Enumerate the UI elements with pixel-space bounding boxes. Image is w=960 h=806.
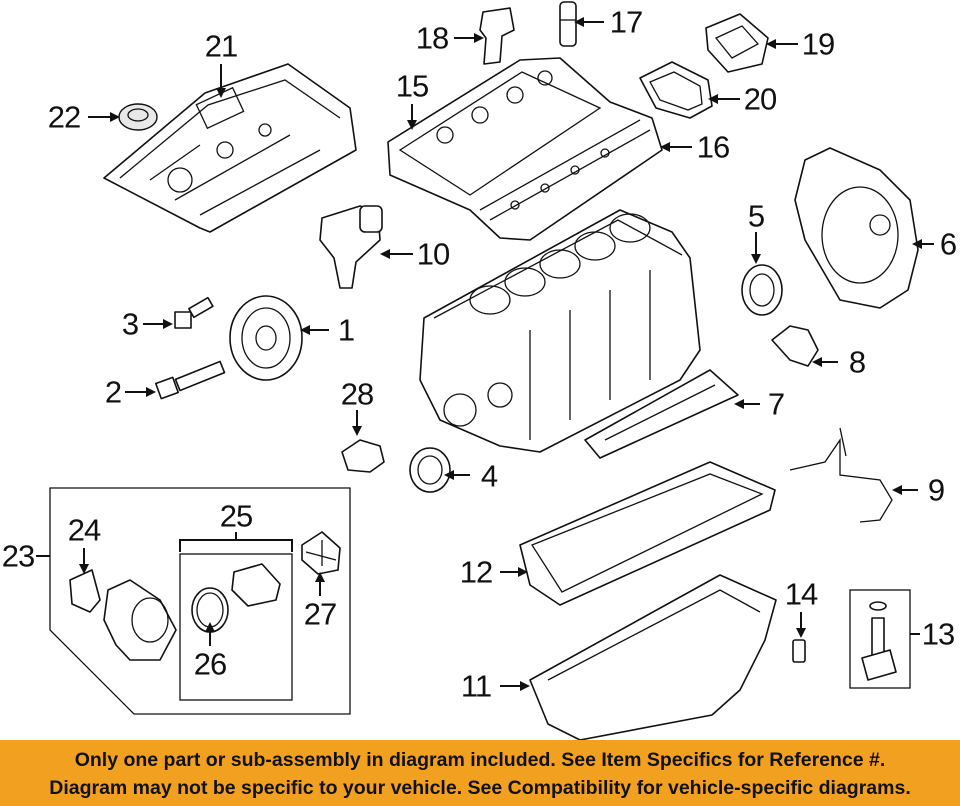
- callout-28: 28: [340, 376, 374, 412]
- part-14-drain-plug: [792, 639, 806, 663]
- leader-lines: [36, 17, 934, 691]
- callout-23: 23: [1, 538, 35, 574]
- callout-12: 12: [459, 554, 493, 590]
- part-9-oil-level-sensor: [789, 427, 893, 523]
- callout-22: 22: [47, 99, 81, 135]
- callout-11: 11: [460, 668, 492, 704]
- callout-10: 10: [416, 236, 450, 272]
- callout-8: 8: [848, 344, 866, 380]
- callout-24: 24: [67, 512, 101, 548]
- part-6-rear-cover: [794, 147, 919, 309]
- part-12-oil-pan-gasket: [519, 461, 776, 606]
- callout-19: 19: [801, 26, 835, 62]
- part-2-bolt: [155, 360, 226, 400]
- part-11-oil-pan: [529, 574, 777, 740]
- part-22-oil-filler-cap: [118, 103, 158, 131]
- callout-14: 14: [784, 576, 818, 612]
- part-19-cover-plate: [705, 13, 769, 73]
- callout-27: 27: [303, 596, 337, 632]
- callout-6: 6: [939, 226, 957, 262]
- callout-13: 13: [921, 616, 955, 652]
- callout-7: 7: [767, 386, 785, 422]
- part-13-sensor-box: [849, 589, 911, 689]
- part-17-sensor: [559, 1, 577, 47]
- callout-15: 15: [395, 68, 429, 104]
- part-3-bolt: [174, 296, 214, 329]
- callout-21: 21: [204, 28, 238, 64]
- part-28-sensor: [341, 439, 385, 473]
- disclaimer-line-2: Diagram may not be specific to your vehi…: [49, 777, 911, 799]
- exploded-parts-diagram: [36, 1, 934, 740]
- callout-25: 25: [219, 498, 253, 534]
- part-8-sensor: [771, 325, 819, 367]
- callout-26: 26: [193, 646, 227, 682]
- callout-18: 18: [415, 20, 449, 56]
- part-21-engine-cover: [103, 63, 357, 233]
- disclaimer-line-1: Only one part or sub-assembly in diagram…: [74, 749, 886, 771]
- part-18-bracket: [479, 7, 515, 65]
- callout-9: 9: [927, 472, 945, 508]
- callout-16: 16: [696, 129, 730, 165]
- callout-4: 4: [480, 458, 498, 494]
- engine-block: [419, 209, 701, 453]
- part-10-sensor: [319, 205, 383, 289]
- part-15-cylinder-head: [387, 57, 663, 241]
- callout-20: 20: [743, 81, 777, 117]
- part-1-pulley: [229, 295, 303, 381]
- part-5-seal: [741, 264, 783, 316]
- part-7-baffle: [584, 369, 739, 459]
- callout-17: 17: [609, 4, 643, 40]
- callout-3: 3: [121, 306, 139, 342]
- disclaimer-banner: Only one part or sub-assembly in diagram…: [0, 740, 960, 806]
- callout-2: 2: [104, 374, 122, 410]
- callout-5: 5: [747, 198, 765, 234]
- part-4-seal: [409, 447, 451, 493]
- part-20-gasket: [639, 61, 713, 119]
- callout-1: 1: [337, 312, 355, 348]
